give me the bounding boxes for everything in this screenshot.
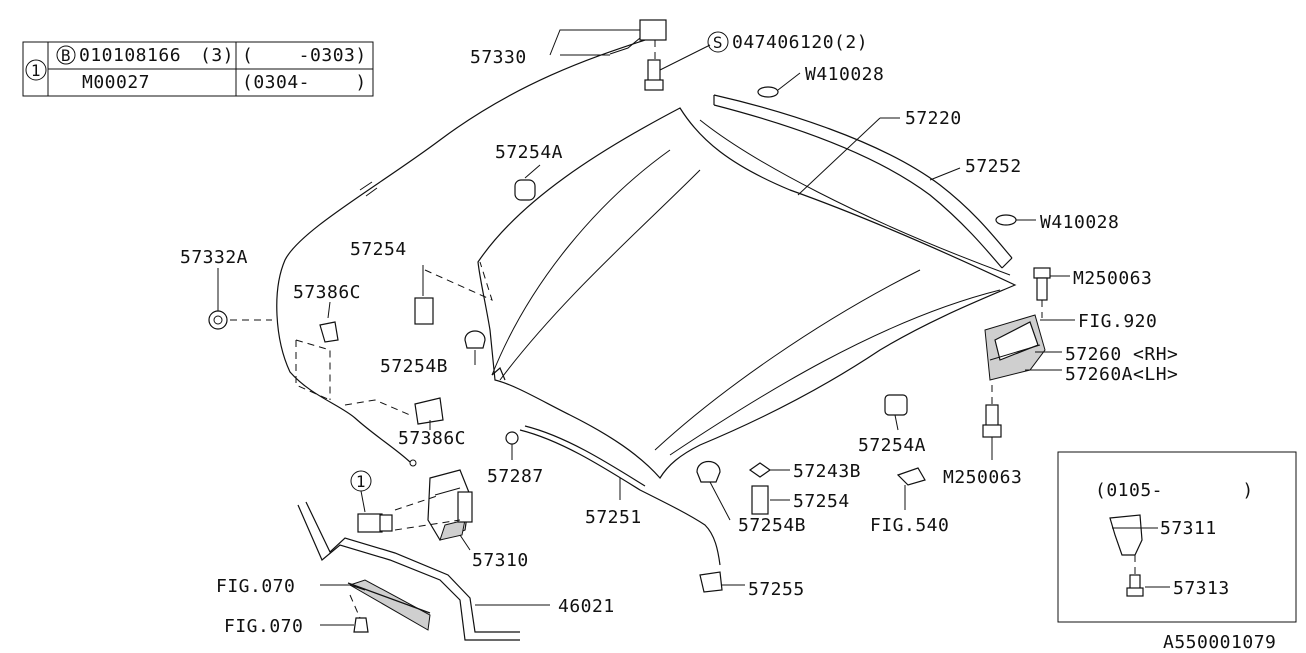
clip-57255: [699, 571, 723, 593]
grommet-57287: [505, 431, 519, 445]
label-m250063-bottom: M250063: [943, 467, 1022, 488]
label-57310: 57310: [472, 550, 529, 571]
label-57386c-bottom: 57386C: [398, 428, 466, 449]
legend-row2-part: M00027: [82, 72, 150, 93]
svg-text:S: S: [713, 33, 723, 52]
label-57260: 57260 <RH>: [1065, 344, 1178, 365]
label-fig540: FIG.540: [870, 515, 949, 536]
fastener-fig070: [353, 617, 369, 633]
legend-row2-range: (0304- ): [242, 72, 367, 93]
legend-table: 1 B 010108166 (3) ( -0303) M00027 (0304-…: [22, 41, 374, 97]
release-cable-57330: [276, 19, 667, 467]
inset-part-57313: [1129, 574, 1141, 590]
label-57254: 57254: [350, 239, 407, 260]
legend-b-circle: [56, 45, 76, 65]
label-fig070-bottom: FIG.070: [224, 616, 303, 637]
inset-part-57311: [1109, 514, 1143, 556]
label-46021: 46021: [558, 596, 615, 617]
legend-row1-qty: (3): [200, 45, 234, 66]
bumper-57254-bottom: [751, 485, 769, 515]
s-marker-circle: [707, 31, 729, 53]
leader-lines: [320, 29, 1075, 626]
bumper-57254: [414, 297, 434, 325]
bolt-m250063-bottom: [985, 404, 999, 428]
bumper-57254b-left: [464, 330, 486, 349]
support-rod-46021: [297, 501, 520, 641]
label-57311: 57311: [1160, 518, 1217, 539]
cable-clip-top: [639, 19, 667, 41]
weatherstrip-57252: [713, 94, 1013, 269]
label-047406120: 047406120(2): [732, 32, 868, 53]
label-57254a-right: 57254A: [858, 435, 926, 456]
washer-w410028-right: [995, 214, 1017, 226]
bolt-latch: [357, 513, 383, 533]
washer-w410028-top: [757, 86, 779, 98]
bolt-m250063-top: [1033, 267, 1051, 279]
diagram-id: A550001079: [1163, 632, 1276, 653]
label-57287: 57287: [487, 466, 544, 487]
legend-row1-part: 010108166: [79, 45, 181, 66]
label-57251: 57251: [585, 507, 642, 528]
inset-box: (0105- ) 57311 57313: [1057, 451, 1297, 623]
inset-range: (0105- ): [1095, 480, 1254, 501]
label-57313: 57313: [1173, 578, 1230, 599]
clip-fig540: [896, 467, 926, 486]
label-57254b-left: 57254B: [380, 356, 448, 377]
clip-57386c-top: [319, 321, 339, 343]
label-57260a: 57260A<LH>: [1065, 364, 1178, 385]
clip-57386c-bottom: [414, 397, 444, 425]
label-fig070-top: FIG.070: [216, 576, 295, 597]
bumper-57254b-bottom: [696, 460, 721, 483]
label-fig920: FIG.920: [1078, 311, 1157, 332]
hinge-57260: [984, 314, 1046, 381]
label-57252: 57252: [965, 156, 1022, 177]
label-57220: 57220: [905, 108, 962, 129]
bumper-57254a-right: [884, 394, 908, 416]
label-57386c-top: 57386C: [293, 282, 361, 303]
label-w410028-top: W410028: [805, 64, 884, 85]
callout-labels: 57330 S 047406120(2) W410028 57220 57252…: [180, 31, 1178, 637]
label-57255: 57255: [748, 579, 805, 600]
legend-row1-prefix: B: [61, 46, 71, 65]
label-57254-bottom: 57254: [793, 491, 850, 512]
legend-row1-range: ( -0303): [242, 45, 367, 66]
legend-marker: 1: [31, 61, 41, 80]
dashed-guides: [230, 40, 1043, 619]
bolt-047406120: [647, 59, 661, 83]
latch-57310: [427, 469, 473, 541]
legend-marker-circle: [25, 59, 47, 81]
label-57254b-bottom: 57254B: [738, 515, 806, 536]
fasteners: [208, 59, 1051, 633]
cushion-57243b: [748, 462, 772, 478]
bumper-57254a-top: [514, 179, 536, 201]
lock-cable-57251: [505, 425, 721, 566]
grommet-57332a: [208, 310, 228, 330]
hood-panel: [477, 107, 1017, 480]
label-57254a-top: 57254A: [495, 142, 563, 163]
label-57243b: 57243B: [793, 461, 861, 482]
label-m250063-top: M250063: [1073, 268, 1152, 289]
label-w410028-right: W410028: [1040, 212, 1119, 233]
label-57330: 57330: [470, 47, 527, 68]
label-marker-1: 1: [356, 472, 366, 491]
label-57332a: 57332A: [180, 247, 248, 268]
